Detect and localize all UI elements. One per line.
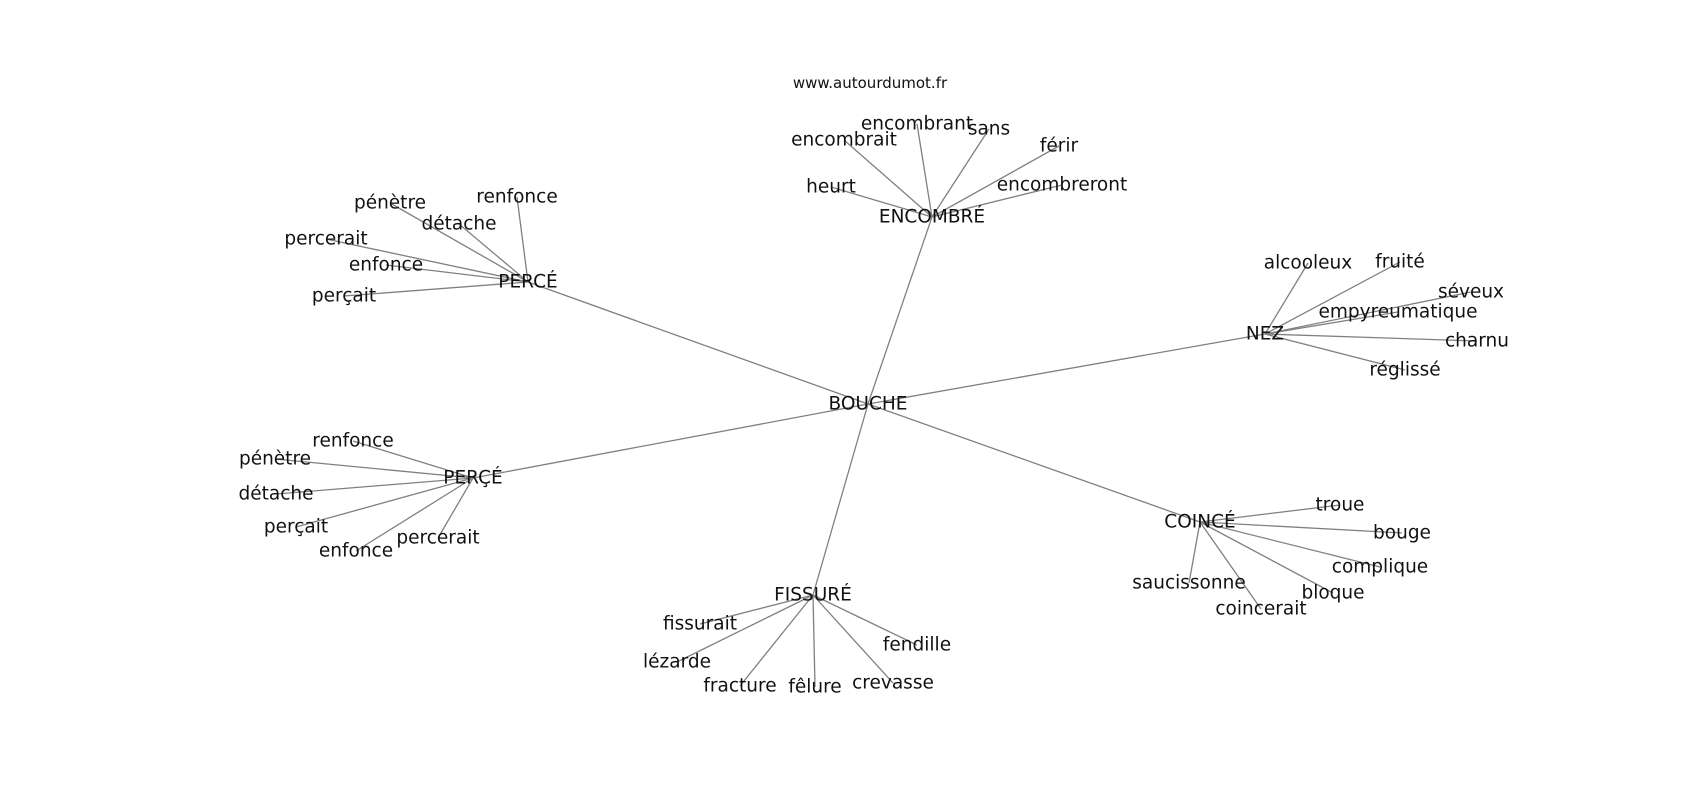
leaf-node-fracture: fracture xyxy=(703,676,776,697)
leaf-node-renfonce: renfonce xyxy=(312,431,393,452)
edge-encombre-heurt xyxy=(830,186,933,218)
edge-nez-charnu xyxy=(1264,333,1478,342)
edge-perce-percait xyxy=(295,477,474,528)
edge-encombre-ferir xyxy=(931,145,1060,218)
edge-center-coince xyxy=(867,403,1201,523)
leaf-node-encombrait: encombrait xyxy=(791,130,897,151)
edge-nez-empyreumatique xyxy=(1264,311,1399,335)
edge-perce-detache xyxy=(458,223,529,283)
leaf-node-sans: sans xyxy=(968,119,1010,140)
edge-fissure-felure xyxy=(812,594,816,688)
edge-coince-bloque xyxy=(1199,521,1334,594)
leaf-node-lezarde: lézarde xyxy=(643,652,711,673)
leaf-node-percait: perçait xyxy=(264,517,328,538)
leaf-node-heurt: heurt xyxy=(806,177,856,198)
leaf-node-bloque: bloque xyxy=(1301,583,1364,604)
edge-center-perce xyxy=(527,281,869,405)
edge-fissure-fracture xyxy=(739,594,814,687)
edge-perce-renfonce xyxy=(352,440,474,479)
leaf-node-charnu: charnu xyxy=(1445,331,1509,352)
edge-nez-reglisse xyxy=(1264,333,1406,371)
leaf-node-detache: détache xyxy=(422,214,497,235)
leaf-node-coincerait: coincerait xyxy=(1215,599,1306,620)
edge-fissure-fissurait xyxy=(699,594,814,625)
edge-center-perce xyxy=(472,403,869,479)
leaf-node-encombreront: encombreront xyxy=(997,175,1127,196)
edge-center-encombre xyxy=(867,216,933,405)
edge-fissure-crevasse xyxy=(812,594,894,684)
leaf-node-detache: détache xyxy=(239,484,314,505)
leaf-node-alcooleux: alcooleux xyxy=(1264,253,1353,274)
leaf-node-penetre: pénètre xyxy=(239,449,311,470)
leaf-node-saucissonne: saucissonne xyxy=(1132,573,1245,594)
leaf-node-renfonce: renfonce xyxy=(476,187,557,208)
leaf-node-troue: troue xyxy=(1316,495,1365,516)
edge-perce-percait xyxy=(343,281,529,297)
leaf-node-percait: perçait xyxy=(312,286,376,307)
edge-perce-penetre xyxy=(274,458,474,479)
edge-encombre-sans xyxy=(931,128,990,218)
edge-encombre-encombrait xyxy=(843,139,933,218)
leaf-node-percerait: percerait xyxy=(396,528,479,549)
edge-perce-detache xyxy=(275,477,474,495)
edge-perce-renfonce xyxy=(516,196,529,283)
leaf-node-fendille: fendille xyxy=(883,635,951,656)
leaf-node-penetre: pénètre xyxy=(354,193,426,214)
edge-nez-seveux xyxy=(1264,291,1472,335)
edge-perce-penetre xyxy=(389,202,529,283)
edge-coince-coincerait xyxy=(1199,521,1262,610)
edge-coince-saucissonne xyxy=(1188,521,1201,584)
leaf-node-percerait: percerait xyxy=(284,229,367,250)
edge-center-nez xyxy=(867,333,1266,405)
leaf-node-empyreumatique: empyreumatique xyxy=(1318,302,1477,323)
hub-node-coince: COINCÉ xyxy=(1164,511,1235,533)
leaf-node-bouge: bouge xyxy=(1373,523,1431,544)
edge-center-fissure xyxy=(812,403,869,596)
edge-coince-troue xyxy=(1199,504,1341,523)
edge-perce-enfonce xyxy=(355,477,474,552)
edge-perce-percerait xyxy=(325,238,529,283)
leaf-node-fruite: fruité xyxy=(1375,252,1425,273)
leaf-node-complique: complique xyxy=(1332,557,1428,578)
edge-encombre-encombreront xyxy=(931,184,1063,218)
leaf-node-felure: fêlure xyxy=(788,677,841,698)
leaf-node-enfonce: enfonce xyxy=(349,255,423,276)
edge-encombre-encombrant xyxy=(916,123,933,218)
leaf-node-reglisse: réglissé xyxy=(1369,360,1440,381)
edge-fissure-fendille xyxy=(812,594,918,646)
hub-node-nez: NEZ xyxy=(1246,324,1284,345)
hub-node-perce: PERÇÉ xyxy=(443,467,502,489)
leaf-node-encombrant: encombrant xyxy=(861,114,973,135)
leaf-node-fissurait: fissurait xyxy=(663,614,737,635)
edge-perce-enfonce xyxy=(385,264,529,283)
leaf-node-enfonce: enfonce xyxy=(319,541,393,562)
center-node-label: BOUCHE xyxy=(829,394,908,415)
hub-node-perce: PERCÉ xyxy=(498,271,557,293)
graph-edges xyxy=(274,123,1478,688)
edge-nez-fruite xyxy=(1264,261,1401,335)
source-label: www.autourdumot.fr xyxy=(793,74,948,92)
edge-coince-bouge xyxy=(1199,521,1403,534)
hub-node-encombre: ENCOMBRÉ xyxy=(879,206,985,228)
leaf-node-seveux: séveux xyxy=(1438,282,1504,303)
leaf-node-ferir: férir xyxy=(1040,136,1079,157)
hub-node-fissure: FISSURÉ xyxy=(774,584,852,606)
edge-fissure-lezarde xyxy=(676,594,814,663)
edge-nez-alcooleux xyxy=(1264,262,1309,335)
edge-coince-complique xyxy=(1199,521,1381,568)
edge-perce-percerait xyxy=(437,477,474,539)
leaf-node-crevasse: crevasse xyxy=(852,673,934,694)
